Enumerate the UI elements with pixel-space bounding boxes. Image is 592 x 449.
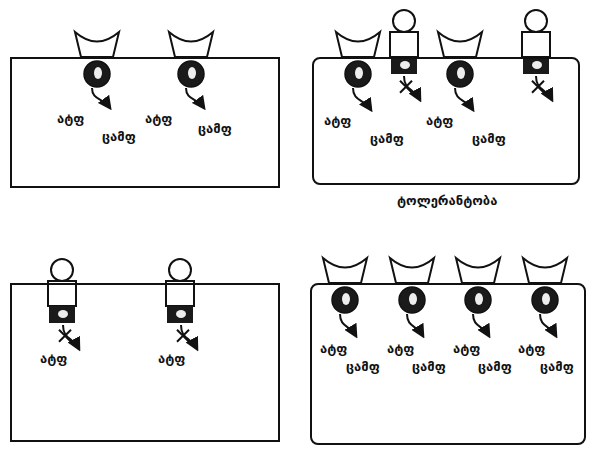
g-protein-spot bbox=[542, 293, 550, 305]
molecule-label: ცამფ bbox=[540, 360, 574, 375]
molecule-label: ცამფ bbox=[370, 132, 404, 147]
receptor-cup bbox=[336, 32, 380, 57]
antagonist-ligand bbox=[169, 259, 191, 281]
receptor-cup bbox=[323, 258, 367, 283]
receptor-cup bbox=[523, 258, 567, 283]
receptor-cup bbox=[169, 32, 213, 57]
antagonist-ligand bbox=[393, 10, 415, 32]
molecule-label: ატფ bbox=[387, 342, 414, 357]
g-protein bbox=[178, 61, 204, 87]
molecule-label: ატფ bbox=[57, 112, 84, 127]
g-protein bbox=[447, 61, 473, 87]
molecule-label: ცამფ bbox=[478, 360, 512, 375]
g-protein-spot bbox=[342, 293, 350, 305]
molecule-label: ატფ bbox=[324, 114, 351, 129]
blocked-receptor bbox=[522, 32, 550, 57]
molecule-label: ატფ bbox=[453, 342, 480, 357]
g-protein bbox=[84, 61, 110, 87]
cell-membrane-box: ატფცამფატფცამფტოლერანტობა bbox=[312, 57, 580, 185]
molecule-label: ცამფ bbox=[102, 130, 136, 145]
block-cross bbox=[400, 81, 412, 93]
cell-membrane-box: ატფცამფატფცამფატფცამფატფცამფ bbox=[310, 283, 586, 445]
molecule-label: ატფ bbox=[320, 342, 347, 357]
reaction-arrow bbox=[340, 314, 356, 336]
g-protein-spot bbox=[400, 61, 410, 69]
molecule-label: ტოლერანტობა bbox=[397, 194, 497, 209]
g-protein-spot bbox=[176, 310, 186, 318]
inactive-g-protein bbox=[523, 57, 549, 74]
receptor-cup bbox=[438, 32, 482, 57]
inactive-g-protein bbox=[49, 306, 75, 323]
g-protein-spot bbox=[58, 310, 68, 318]
g-protein-spot bbox=[532, 61, 542, 69]
receptor-cup bbox=[75, 32, 119, 57]
antagonist-ligand bbox=[51, 259, 73, 281]
g-protein bbox=[465, 287, 491, 313]
molecule-label: ცამფ bbox=[198, 122, 232, 137]
molecule-label: ატფ bbox=[426, 114, 453, 129]
molecule-label: ატფ bbox=[145, 112, 172, 127]
block-cross bbox=[59, 330, 71, 342]
reaction-arrow bbox=[455, 88, 473, 110]
molecule-label: ცამფ bbox=[472, 132, 506, 147]
reaction-arrow bbox=[473, 314, 489, 336]
g-protein bbox=[532, 287, 558, 313]
g-protein bbox=[345, 61, 371, 87]
blocked-receptor bbox=[390, 32, 418, 57]
molecule-label: ატფ bbox=[518, 342, 545, 357]
molecule-label: ატფ bbox=[40, 352, 67, 367]
inactive-g-protein bbox=[391, 57, 417, 74]
cell-membrane-box: ატფ ატფ bbox=[10, 283, 280, 442]
inactive-g-protein bbox=[167, 306, 193, 323]
antagonist-ligand bbox=[525, 10, 547, 32]
receptor-cup bbox=[390, 258, 434, 283]
reaction-arrow bbox=[92, 88, 110, 108]
reaction-arrow bbox=[353, 88, 371, 110]
block-cross bbox=[532, 81, 544, 93]
g-protein-spot bbox=[355, 67, 363, 79]
reaction-arrow bbox=[540, 314, 556, 336]
molecule-label: ცამფ bbox=[346, 360, 380, 375]
g-protein-spot bbox=[457, 67, 465, 79]
reaction-arrow bbox=[407, 314, 423, 336]
molecule-label: ცამფ bbox=[412, 360, 446, 375]
g-protein bbox=[332, 287, 358, 313]
block-cross bbox=[177, 330, 189, 342]
g-protein-spot bbox=[475, 293, 483, 305]
molecule-label: ატფ bbox=[158, 352, 185, 367]
reaction-arrow bbox=[186, 88, 204, 108]
g-protein bbox=[399, 287, 425, 313]
g-protein-spot bbox=[94, 67, 102, 79]
g-protein-spot bbox=[409, 293, 417, 305]
cell-membrane-box: ატფცამფატფცამფ bbox=[10, 57, 280, 188]
receptor-cup bbox=[456, 258, 500, 283]
g-protein-spot bbox=[188, 67, 196, 79]
